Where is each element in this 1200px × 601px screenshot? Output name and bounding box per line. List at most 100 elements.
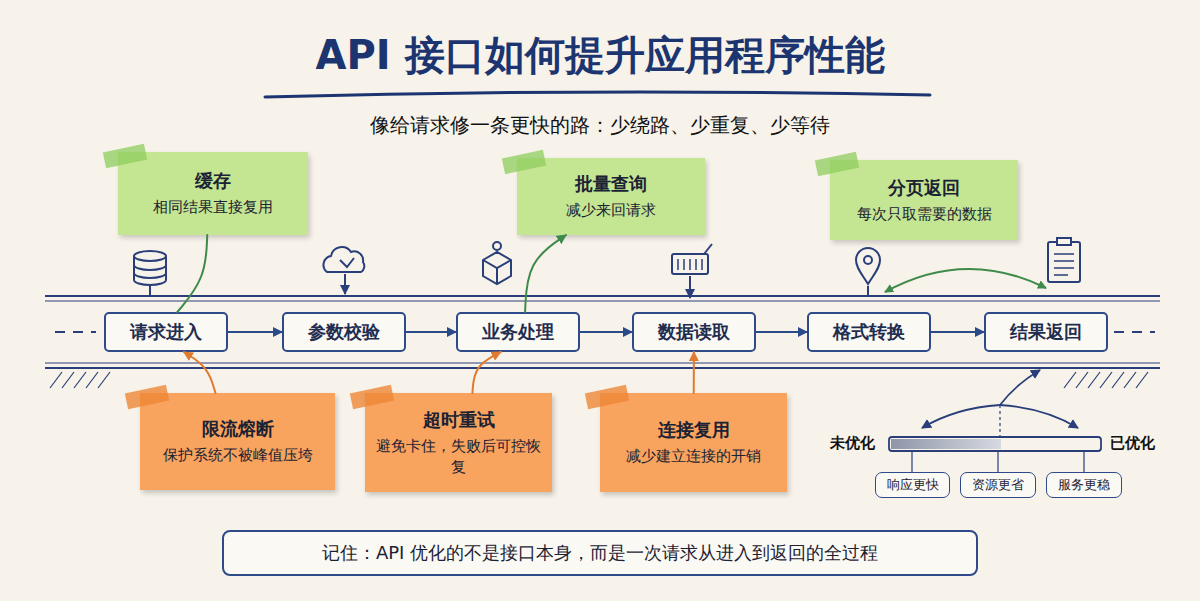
diagram-title: API 接口如何提升应用程序性能: [0, 28, 1200, 83]
path-shape: [856, 248, 880, 284]
node-heading: 批量查询: [575, 172, 647, 196]
path-shape: [483, 260, 511, 284]
database-icon: [134, 251, 166, 296]
process-box: 结果返回: [984, 312, 1108, 352]
line-shape: [999, 405, 1000, 437]
node-heading: 数据读取: [658, 320, 730, 344]
server-icon: [672, 244, 712, 298]
process-box: 格式转换: [807, 312, 931, 352]
path-shape: [704, 244, 712, 254]
node-body: 保护系统不被峰值压垮: [163, 445, 313, 466]
sticky-note: 连接复用减少建立连接的开销: [600, 393, 787, 492]
node-heading: 超时重试: [423, 408, 495, 432]
path-shape: [483, 252, 511, 284]
rect-shape: [889, 437, 1101, 451]
path-shape: [922, 405, 1000, 428]
orange-tape: [350, 385, 394, 409]
connector-arrow: [228, 331, 282, 333]
node-body: 每次只取需要的数据: [857, 204, 992, 225]
sticky-note: 缓存相同结果直接复用: [118, 152, 308, 235]
process-box: 请求进入: [104, 312, 228, 352]
green-tape: [815, 152, 859, 176]
path-shape: [1000, 370, 1040, 405]
sticky-note: 限流熔断保护系统不被峰值压垮: [140, 393, 335, 490]
path-shape: [134, 265, 166, 278]
connector-arrow: [184, 352, 216, 393]
node-body: 减少来回请求: [566, 200, 656, 221]
document-icon: [1048, 238, 1080, 282]
bar-label: 已优化: [1110, 434, 1155, 453]
rect-shape: [891, 439, 1001, 449]
connector-arrow: [406, 331, 456, 333]
orange-tape: [585, 385, 629, 409]
node-heading: 记住：API 优化的不是接口本身，而是一次请求从进入到返回的全过程: [322, 541, 878, 565]
ellipse-shape: [134, 251, 166, 261]
sticky-note: 批量查询减少来回请求: [517, 158, 705, 235]
connector-arrow: [580, 331, 632, 333]
circle-shape: [864, 256, 872, 264]
path-shape: [1064, 372, 1148, 388]
path-shape: [323, 247, 364, 272]
pin-icon: [856, 248, 880, 296]
result-tag: 资源更省: [960, 472, 1036, 498]
node-heading: 格式转换: [833, 320, 905, 344]
connector-arrow: [756, 331, 807, 333]
circle-shape: [493, 242, 501, 250]
connector-arrow: [525, 235, 566, 312]
path-shape: [912, 451, 1084, 472]
path-shape: [678, 259, 702, 270]
orange-tape: [125, 385, 169, 409]
node-heading: 业务处理: [482, 320, 554, 344]
node-heading: 参数校验: [308, 320, 380, 344]
node-heading: 限流熔断: [202, 417, 274, 441]
line-shape: [867, 286, 869, 296]
path-shape: [340, 258, 354, 267]
box-icon: [483, 242, 511, 284]
line-shape: [1114, 331, 1155, 333]
line-shape: [45, 362, 1160, 363]
subtitle: 像给请求修一条更快的路：少绕路、少重复、少等待: [0, 112, 1200, 139]
result-tag: 服务更稳: [1046, 472, 1122, 498]
node-heading: 连接复用: [658, 418, 730, 442]
node-body: 避免卡住，失败后可控恢复: [375, 436, 542, 478]
title-underline: [265, 92, 930, 97]
process-box: 数据读取: [632, 312, 756, 352]
sticky-note: 分页返回每次只取需要的数据: [830, 160, 1018, 240]
line-shape: [689, 276, 691, 298]
node-heading: 结果返回: [1010, 320, 1082, 344]
cloud-icon: [323, 247, 364, 294]
node-heading: 分页返回: [888, 176, 960, 200]
connector-arrow: [693, 352, 695, 393]
sticky-note: 超时重试避免卡住，失败后可控恢复: [365, 393, 552, 492]
node-heading: 服务更稳: [1058, 476, 1110, 494]
green-tape: [502, 150, 546, 174]
process-box: 业务处理: [456, 312, 580, 352]
line-shape: [45, 367, 1160, 369]
progress-figure: [889, 370, 1101, 472]
rect-shape: [1057, 238, 1071, 245]
node-heading: 资源更省: [972, 476, 1024, 494]
node-body: 减少建立连接的开销: [626, 446, 761, 467]
swap-arrow: [885, 269, 1046, 292]
line-shape: [344, 274, 346, 294]
path-shape: [1000, 405, 1078, 428]
line-shape: [55, 331, 96, 333]
node-heading: 缓存: [195, 169, 231, 193]
connector-arrow: [177, 235, 207, 312]
node-body: 相同结果直接复用: [153, 197, 273, 218]
road: [45, 296, 1160, 388]
bar-label: 未优化: [830, 434, 875, 453]
green-tape: [103, 144, 147, 168]
process-box: 参数校验: [282, 312, 406, 352]
line-shape: [45, 300, 1160, 301]
path-shape: [50, 372, 110, 388]
connector-arrow: [931, 331, 984, 333]
rect-shape: [1048, 242, 1080, 282]
note-box: 记住：API 优化的不是接口本身，而是一次请求从进入到返回的全过程: [222, 530, 978, 576]
line-shape: [45, 295, 1160, 297]
